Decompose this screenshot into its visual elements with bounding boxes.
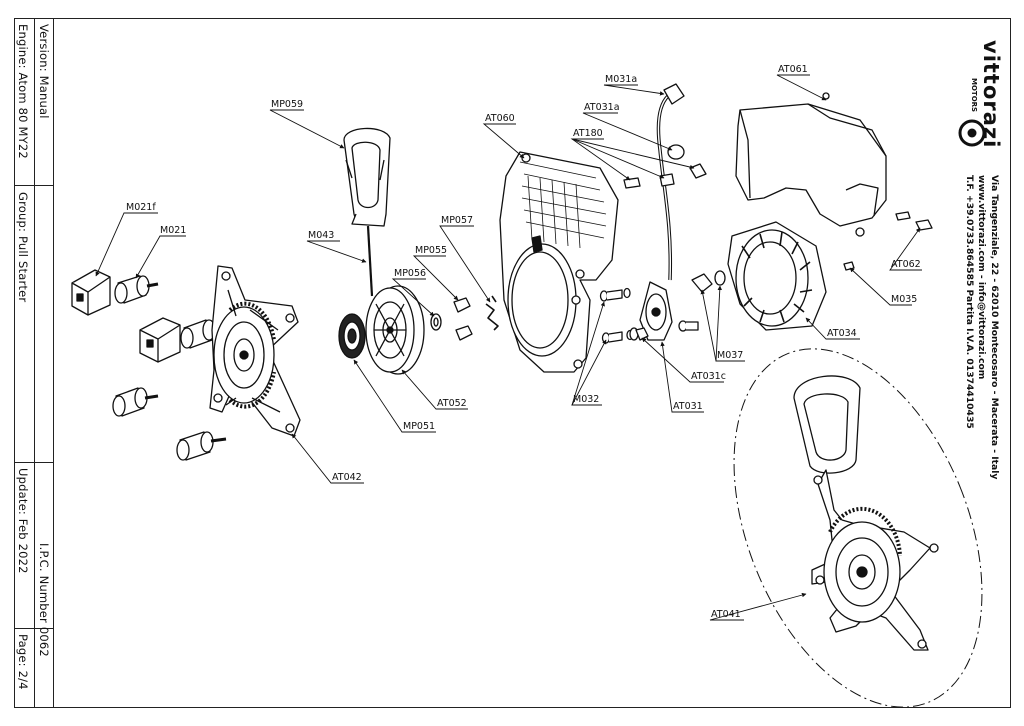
- part-label: AT062: [891, 259, 921, 270]
- part-label: M035: [891, 294, 917, 305]
- part-label: AT042: [332, 472, 362, 483]
- part-label: M032: [573, 394, 599, 405]
- silent-block-part: [176, 431, 227, 461]
- part-label: MP055: [415, 245, 447, 256]
- part-label: MP051: [403, 421, 435, 432]
- screw-part: [678, 320, 688, 332]
- washer-part: [714, 270, 726, 286]
- part-label: AT180: [573, 128, 603, 139]
- coil-nut-part: [635, 327, 649, 341]
- title-block-separator: [14, 462, 54, 463]
- part-label: AT061: [778, 64, 808, 75]
- washer-part: [623, 287, 631, 299]
- title-block-separator: [14, 628, 54, 629]
- part-label: AT060: [485, 113, 515, 124]
- silent-block-part: [112, 387, 159, 417]
- ignition-coil-part: [639, 281, 673, 341]
- part-label: AT031a: [584, 102, 620, 113]
- part-label: M031a: [605, 74, 637, 85]
- rope-pulley-part: [365, 285, 425, 375]
- cable-grommet-part: [667, 144, 685, 160]
- part-label: M021: [160, 225, 186, 236]
- woodruff-key-part: [843, 261, 855, 271]
- washer-part: [433, 317, 439, 327]
- screw-part: [686, 321, 699, 331]
- part-label: AT031c: [691, 371, 726, 382]
- title-block-divider: [34, 18, 35, 708]
- starter-flange-part: [209, 265, 301, 437]
- rubber-mount-cover-part: [71, 269, 111, 316]
- part-label: AT031: [673, 401, 703, 412]
- starter-handle-part: [343, 127, 391, 227]
- part-label: AT034: [827, 328, 857, 339]
- fan-cover-part: [735, 92, 887, 237]
- ratchet-pawl-part: [453, 297, 473, 341]
- part-label: M037: [717, 350, 743, 361]
- part-label: AT041: [711, 609, 741, 620]
- rubber-mount-cover-part: [139, 317, 181, 363]
- title-block-strip: [14, 18, 54, 708]
- starter-rope-part: [366, 225, 374, 297]
- flywheel-nut-part: [691, 273, 713, 293]
- part-label: MP059: [271, 99, 303, 110]
- title-block-separator: [14, 185, 54, 186]
- vittorazi-logo-icon: [958, 119, 986, 147]
- pawl-spring-part: [485, 295, 499, 331]
- part-label: MP056: [394, 268, 426, 279]
- part-label: M021f: [126, 202, 156, 213]
- assembled-starter-part: [793, 375, 939, 651]
- screw-part: [599, 289, 623, 344]
- assembly-outline: [733, 348, 983, 708]
- part-label: AT052: [437, 398, 467, 409]
- recoil-spring-part: [338, 313, 366, 359]
- part-label: MP057: [441, 215, 473, 226]
- silent-block-part: [114, 275, 159, 304]
- drawing-frame: [14, 18, 1011, 708]
- flywheel-fan-part: [727, 221, 827, 331]
- pin-part: [895, 211, 933, 231]
- part-label: M043: [308, 230, 334, 241]
- starter-housing-part: [499, 151, 619, 373]
